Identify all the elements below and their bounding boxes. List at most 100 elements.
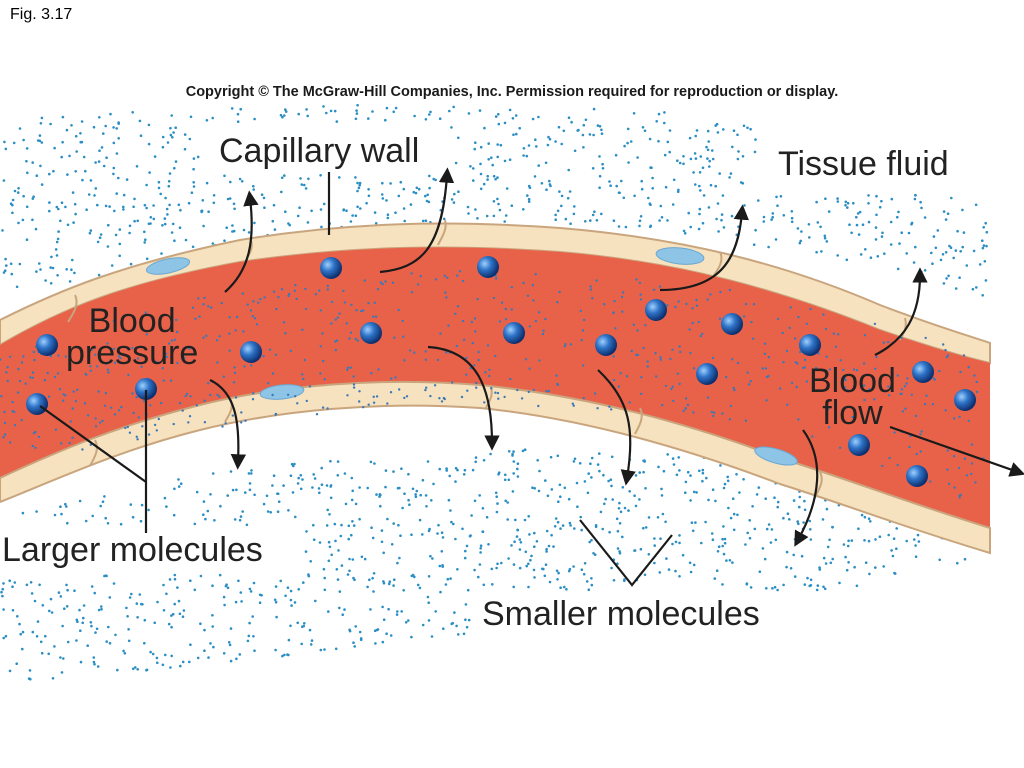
small-molecule — [387, 582, 391, 586]
small-molecule — [582, 318, 586, 322]
small-molecule — [500, 561, 503, 565]
small-molecule — [301, 478, 304, 481]
small-molecule — [421, 533, 424, 536]
small-molecule — [445, 469, 449, 472]
small-molecule — [464, 618, 467, 621]
small-molecule — [590, 456, 594, 460]
small-molecule — [516, 467, 519, 471]
small-molecule — [394, 376, 397, 379]
small-molecule — [305, 530, 308, 533]
small-molecule — [403, 219, 407, 223]
small-molecule — [260, 193, 264, 196]
small-molecule — [346, 394, 349, 397]
small-molecule — [356, 103, 359, 107]
small-molecule — [454, 466, 458, 470]
small-molecule — [490, 567, 494, 571]
small-molecule — [226, 586, 230, 590]
small-molecule — [277, 500, 281, 504]
small-molecule — [816, 584, 820, 587]
small-molecule — [112, 126, 115, 129]
small-molecule — [698, 171, 702, 174]
small-molecule — [572, 460, 576, 463]
small-molecule — [898, 242, 901, 245]
small-molecule — [851, 415, 854, 419]
small-molecule — [640, 376, 643, 379]
small-molecule — [322, 105, 325, 108]
small-molecule — [276, 510, 280, 513]
small-molecule — [199, 622, 202, 625]
small-molecule — [512, 563, 516, 566]
small-molecule — [13, 424, 17, 427]
small-molecule — [984, 279, 988, 282]
small-molecule — [653, 537, 656, 540]
small-molecule — [699, 155, 703, 158]
small-molecule — [374, 315, 378, 318]
small-molecule — [33, 358, 36, 362]
small-molecule — [80, 120, 84, 123]
small-molecule — [467, 112, 471, 115]
small-molecule — [942, 282, 946, 285]
small-molecule — [839, 359, 842, 362]
small-molecule — [554, 140, 557, 143]
small-molecule — [231, 414, 234, 417]
small-molecule — [418, 586, 422, 590]
small-molecule — [63, 607, 66, 610]
small-molecule — [128, 224, 132, 228]
small-molecule — [503, 220, 507, 223]
small-molecule — [728, 559, 732, 562]
small-molecule — [678, 345, 681, 348]
small-molecule — [565, 588, 568, 591]
small-molecule — [662, 469, 666, 473]
small-molecule — [149, 222, 152, 225]
small-molecule — [84, 169, 87, 173]
small-molecule — [742, 124, 746, 128]
blood-pressure-label-line1: Blood — [88, 302, 176, 340]
small-molecule — [196, 155, 200, 159]
small-molecule — [636, 329, 639, 332]
small-molecule — [572, 404, 575, 407]
small-molecule — [329, 459, 332, 463]
small-molecule — [776, 204, 779, 207]
small-molecule — [826, 408, 830, 411]
small-molecule — [765, 375, 768, 379]
small-molecule — [374, 222, 378, 225]
small-molecule — [320, 483, 324, 487]
small-molecule — [259, 298, 262, 301]
small-molecule — [700, 541, 703, 545]
small-molecule — [510, 204, 514, 207]
small-molecule — [910, 222, 913, 226]
small-molecule — [59, 219, 62, 223]
small-molecule — [25, 147, 29, 150]
small-molecule — [248, 587, 252, 591]
small-molecule — [54, 428, 58, 431]
small-molecule — [347, 537, 351, 541]
small-molecule — [602, 473, 605, 477]
small-molecule — [167, 342, 171, 345]
small-molecule — [94, 425, 98, 428]
small-molecule — [304, 307, 308, 311]
small-molecule — [392, 110, 396, 114]
cell-nuclei — [145, 247, 798, 466]
small-molecule — [811, 435, 814, 438]
small-molecule — [545, 188, 548, 191]
small-molecule — [60, 201, 64, 204]
small-molecule — [684, 491, 687, 495]
small-molecule — [497, 122, 501, 126]
small-molecule — [258, 593, 262, 597]
small-molecule — [299, 177, 302, 180]
small-molecule — [661, 512, 665, 516]
small-molecule — [666, 304, 669, 307]
small-molecule — [712, 411, 716, 414]
small-molecule — [195, 490, 199, 494]
small-molecule — [87, 193, 91, 196]
small-molecule — [34, 430, 37, 434]
small-molecule — [862, 362, 866, 365]
small-molecule — [31, 444, 34, 448]
small-molecule — [583, 480, 587, 483]
small-molecule — [731, 497, 735, 501]
small-molecule — [544, 317, 547, 321]
small-molecule — [619, 510, 623, 514]
small-molecule — [725, 376, 728, 379]
small-molecule — [439, 590, 442, 594]
small-molecule — [318, 289, 321, 292]
